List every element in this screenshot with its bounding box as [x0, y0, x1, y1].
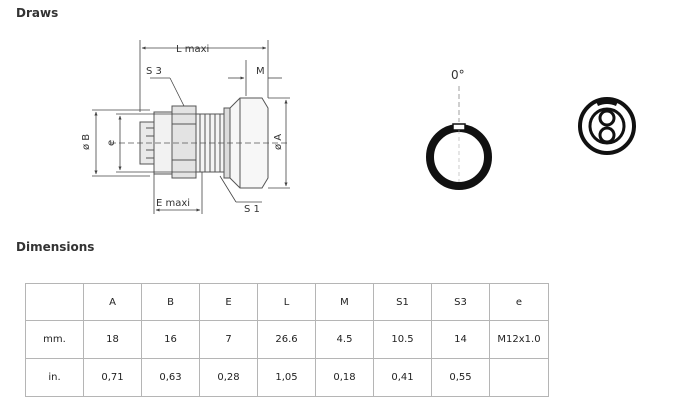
table-header-cell: M: [315, 283, 374, 321]
connector-side-view: [110, 97, 290, 189]
table-cell: 14: [431, 320, 490, 359]
table-header-row: A B E L M S1 S3 e: [25, 283, 549, 321]
table-cell: 16: [141, 320, 200, 359]
label-s1: S 1: [244, 204, 260, 215]
table-cell: 18: [83, 320, 142, 359]
table-cell: 1,05: [257, 358, 316, 397]
dimensions-table: A B E L M S1 S3 e mm. 18 16 7 26.6 4.5 1…: [25, 283, 549, 397]
table-header-cell: S3: [431, 283, 490, 321]
draws-heading: Draws: [16, 6, 59, 20]
table-cell: 0,71: [83, 358, 142, 397]
table-header-cell: [25, 283, 84, 321]
table-header-cell: S1: [373, 283, 432, 321]
contact-layout-view: [578, 97, 636, 155]
dimensions-heading: Dimensions: [16, 240, 95, 254]
label-s3: S 3: [146, 66, 162, 77]
table-cell: 0,28: [199, 358, 258, 397]
table-cell: 0,18: [315, 358, 374, 397]
table-cell: M12x1.0: [489, 320, 549, 359]
table-header-cell: L: [257, 283, 316, 321]
table-cell: 0,55: [431, 358, 490, 397]
table-row: mm. 18 16 7 26.6 4.5 10.5 14 M12x1.0: [25, 320, 549, 359]
table-cell: mm.: [25, 320, 84, 359]
label-e: e: [106, 140, 117, 146]
technical-drawing: L maxi S 3 M ø B e ø A E maxi S 1 0°: [81, 40, 636, 215]
table-row: in. 0,71 0,63 0,28 1,05 0,18 0,41 0,55: [25, 358, 549, 397]
key-ring-view: [426, 86, 492, 190]
label-angle: 0°: [451, 68, 465, 82]
table-cell: 7: [199, 320, 258, 359]
label-m: M: [256, 66, 265, 77]
table-cell: 10.5: [373, 320, 432, 359]
table-header-cell: A: [83, 283, 142, 321]
dimension-lines: [92, 40, 290, 214]
table-header-cell: E: [199, 283, 258, 321]
table-cell: 26.6: [257, 320, 316, 359]
table-cell: [489, 358, 549, 397]
label-dia-a: ø A: [273, 134, 284, 150]
label-e-maxi: E maxi: [156, 198, 190, 209]
table-cell: 0,63: [141, 358, 200, 397]
table-cell: 0,41: [373, 358, 432, 397]
table-cell: 4.5: [315, 320, 374, 359]
table-cell: in.: [25, 358, 84, 397]
label-l-maxi: L maxi: [176, 44, 209, 55]
table-header-cell: e: [489, 283, 549, 321]
table-header-cell: B: [141, 283, 200, 321]
label-dia-b: ø B: [81, 134, 92, 150]
